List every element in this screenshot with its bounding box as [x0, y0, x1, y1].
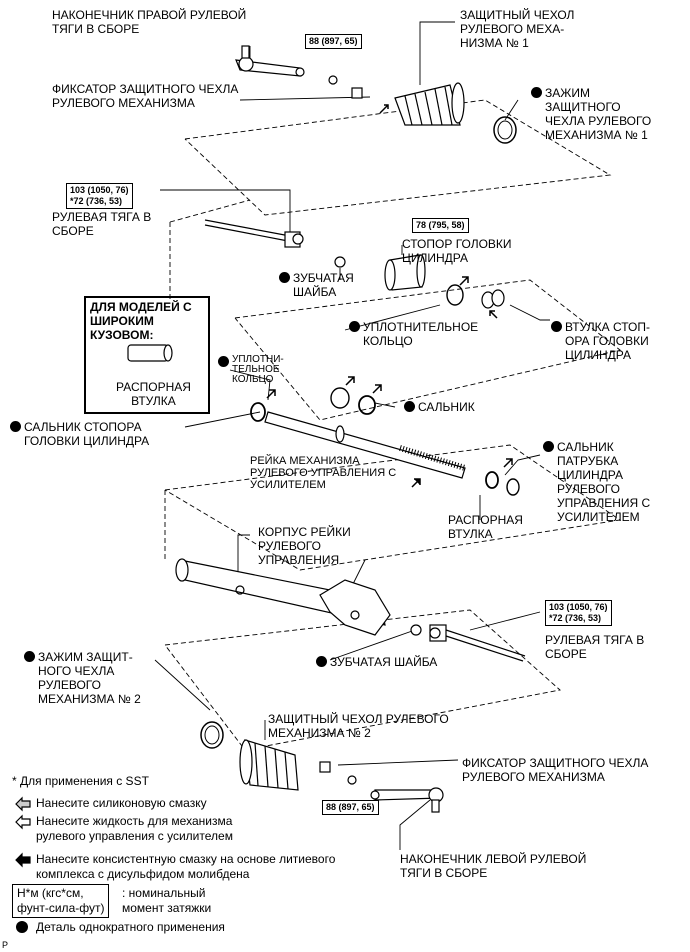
- legend-silicone: Нанесите силиконовую смазку: [36, 796, 207, 810]
- label-spacer-wide-body: РАСПОРНАЯ ВТУЛКА: [116, 380, 191, 408]
- label-tie-rod-end-lh: НАКОНЕЧНИК ЛЕВОЙ РУЛЕВОЙ ТЯГИ В СБОРЕ: [400, 852, 587, 880]
- nut-top: [328, 75, 338, 85]
- oil-seal: [358, 395, 376, 415]
- legend-grease: Нанесите консистентную смазку на основе …: [36, 852, 336, 881]
- torque-bottom-nut: 88 (897, 65): [322, 800, 379, 815]
- torque-top-nut: 88 (897, 65): [305, 34, 362, 49]
- cylinder-stopper-bushing: [481, 289, 505, 309]
- label-rack-end-top: РУЛЕВАЯ ТЯГА В СБОРЕ: [52, 210, 152, 238]
- tie-rod-end-rh: [235, 45, 305, 77]
- claw-washer-top: [334, 256, 346, 268]
- torque-rack-end-bottom: 103 (1050, 76) *72 (736, 53): [545, 600, 612, 626]
- wide-body-box: ДЛЯ МОДЕЛЕЙ С ШИРОКИМ КУЗОВОМ: РАСПОРНАЯ…: [84, 296, 210, 414]
- label-boot-no1: ЗАЩИТНЫЙ ЧЕХОЛ РУЛЕВОГО МЕХА- НИЗМА № 1: [460, 8, 575, 50]
- label-boot-clamp-no1: ЗАЖИМ ЗАЩИТНОГО ЧЕХЛА РУЛЕВОГО МЕХАНИЗМА…: [530, 86, 652, 142]
- label-rack-end-bottom: РУЛЕВАЯ ТЯГА В СБОРЕ: [545, 633, 645, 661]
- label-boot-clip-bottom: ФИКСАТОР ЗАЩИТНОГО ЧЕХЛА РУЛЕВОГО МЕХАНИ…: [462, 756, 649, 784]
- label-boot-no2: ЗАЩИТНЫЙ ЧЕХОЛ РУЛЕВОГО МЕХАНИЗМА № 2: [268, 712, 449, 740]
- label-claw-washer-top: ЗУБЧАТАЯ ШАЙБА: [279, 271, 354, 299]
- label-tie-rod-end-rh: НАКОНЕЧНИК ПРАВОЙ РУЛЕВОЙ ТЯГИ В СБОРЕ: [52, 8, 247, 36]
- label-cylinder-end-stopper: СТОПОР ГОЛОВКИ ЦИЛИНДРА: [402, 237, 512, 265]
- label-cylinder-tube-seal: САЛЬНИК ПАТРУБКА ЦИЛИНДРА РУЛЕВОГО УПРАВ…: [542, 440, 651, 524]
- tie-rod-end-lh: [370, 787, 444, 813]
- legend-icons: [15, 796, 31, 933]
- label-cylinder-stopper-bushing: ВТУЛКА СТОП- ОРА ГОЛОВКИ ЦИЛИНДРА: [551, 320, 650, 362]
- o-ring-main: [446, 284, 464, 306]
- label-oil-seal: САЛЬНИК: [404, 400, 475, 414]
- boot-no1: [394, 82, 465, 126]
- label-o-ring-main: УПЛОТНИТЕЛЬНОЕ КОЛЬЦО: [348, 320, 479, 348]
- legend-non-reusable: Деталь однократного применения: [36, 920, 225, 934]
- nut-bottom: [347, 775, 357, 785]
- torque-stopper: 78 (795, 58): [412, 218, 469, 233]
- arrow-marks: [266, 104, 513, 488]
- legend-ps-fluid: Нанесите жидкость для механизма рулевого…: [36, 814, 233, 843]
- boot-clip-bottom: [319, 761, 331, 773]
- o-ring-small: [330, 387, 350, 409]
- legend-sst: * Для применения с SST: [12, 774, 149, 788]
- boot-clip-top: [351, 87, 363, 99]
- spacer-mid: [506, 478, 520, 496]
- label-claw-washer-bottom: ЗУБЧАТАЯ ШАЙБА: [315, 655, 438, 669]
- label-boot-clamp-no2: ЗАЖИМ ЗАЩИТ- НОГО ЧЕХЛА РУЛЕВОГО МЕХАНИЗ…: [24, 650, 141, 706]
- legend-torque-desc: : номинальный момент затяжки: [122, 886, 212, 915]
- rack-housing: [175, 558, 391, 636]
- power-rack: [264, 411, 466, 479]
- label-cylinder-end-oil-seal: САЛЬНИК СТОПОРА ГОЛОВКИ ЦИЛИНДРА: [9, 420, 150, 448]
- rack-end-top: [204, 219, 304, 248]
- wide-body-title: ДЛЯ МОДЕЛЕЙ С ШИРОКИМ КУЗОВОМ:: [90, 300, 192, 342]
- boot-clamp-no1: [493, 116, 517, 144]
- spacer-wide-body: [127, 344, 173, 362]
- frame-middle: [234, 279, 622, 421]
- label-rack-housing: КОРПУС РЕЙКИ РУЛЕВОГО УПРАВЛЕНИЯ: [258, 525, 351, 567]
- label-boot-clip-top: ФИКСАТОР ЗАЩИТНОГО ЧЕХЛА РУЛЕВОГО МЕХАНИ…: [52, 82, 239, 110]
- footer-code: P: [2, 940, 9, 950]
- torque-rack-end-top: 103 (1050, 76) *72 (736, 53): [66, 183, 133, 209]
- label-power-rack: РЕЙКА МЕХАНИЗМА РУЛЕВОГО УПРАВЛЕНИЯ С УС…: [250, 455, 397, 491]
- boot-no2: [239, 739, 299, 791]
- legend-torque-units: Н*м (кгс*см, фунт-сила-фут): [12, 884, 110, 918]
- claw-washer-bottom: [410, 624, 422, 636]
- frame-lower: [164, 444, 622, 571]
- label-o-ring-small: УПЛОТНИ- ТЕЛЬНОЕ КОЛЬЦО: [218, 354, 284, 385]
- rack-end-bottom: [429, 624, 526, 662]
- label-spacer-mid: РАСПОРНАЯ ВТУЛКА: [448, 513, 523, 541]
- boot-clamp-no2: [200, 721, 224, 749]
- cylinder-tube-seal: [485, 471, 499, 489]
- cylinder-end-stopper: [384, 254, 426, 291]
- cylinder-end-oil-seal: [250, 402, 266, 422]
